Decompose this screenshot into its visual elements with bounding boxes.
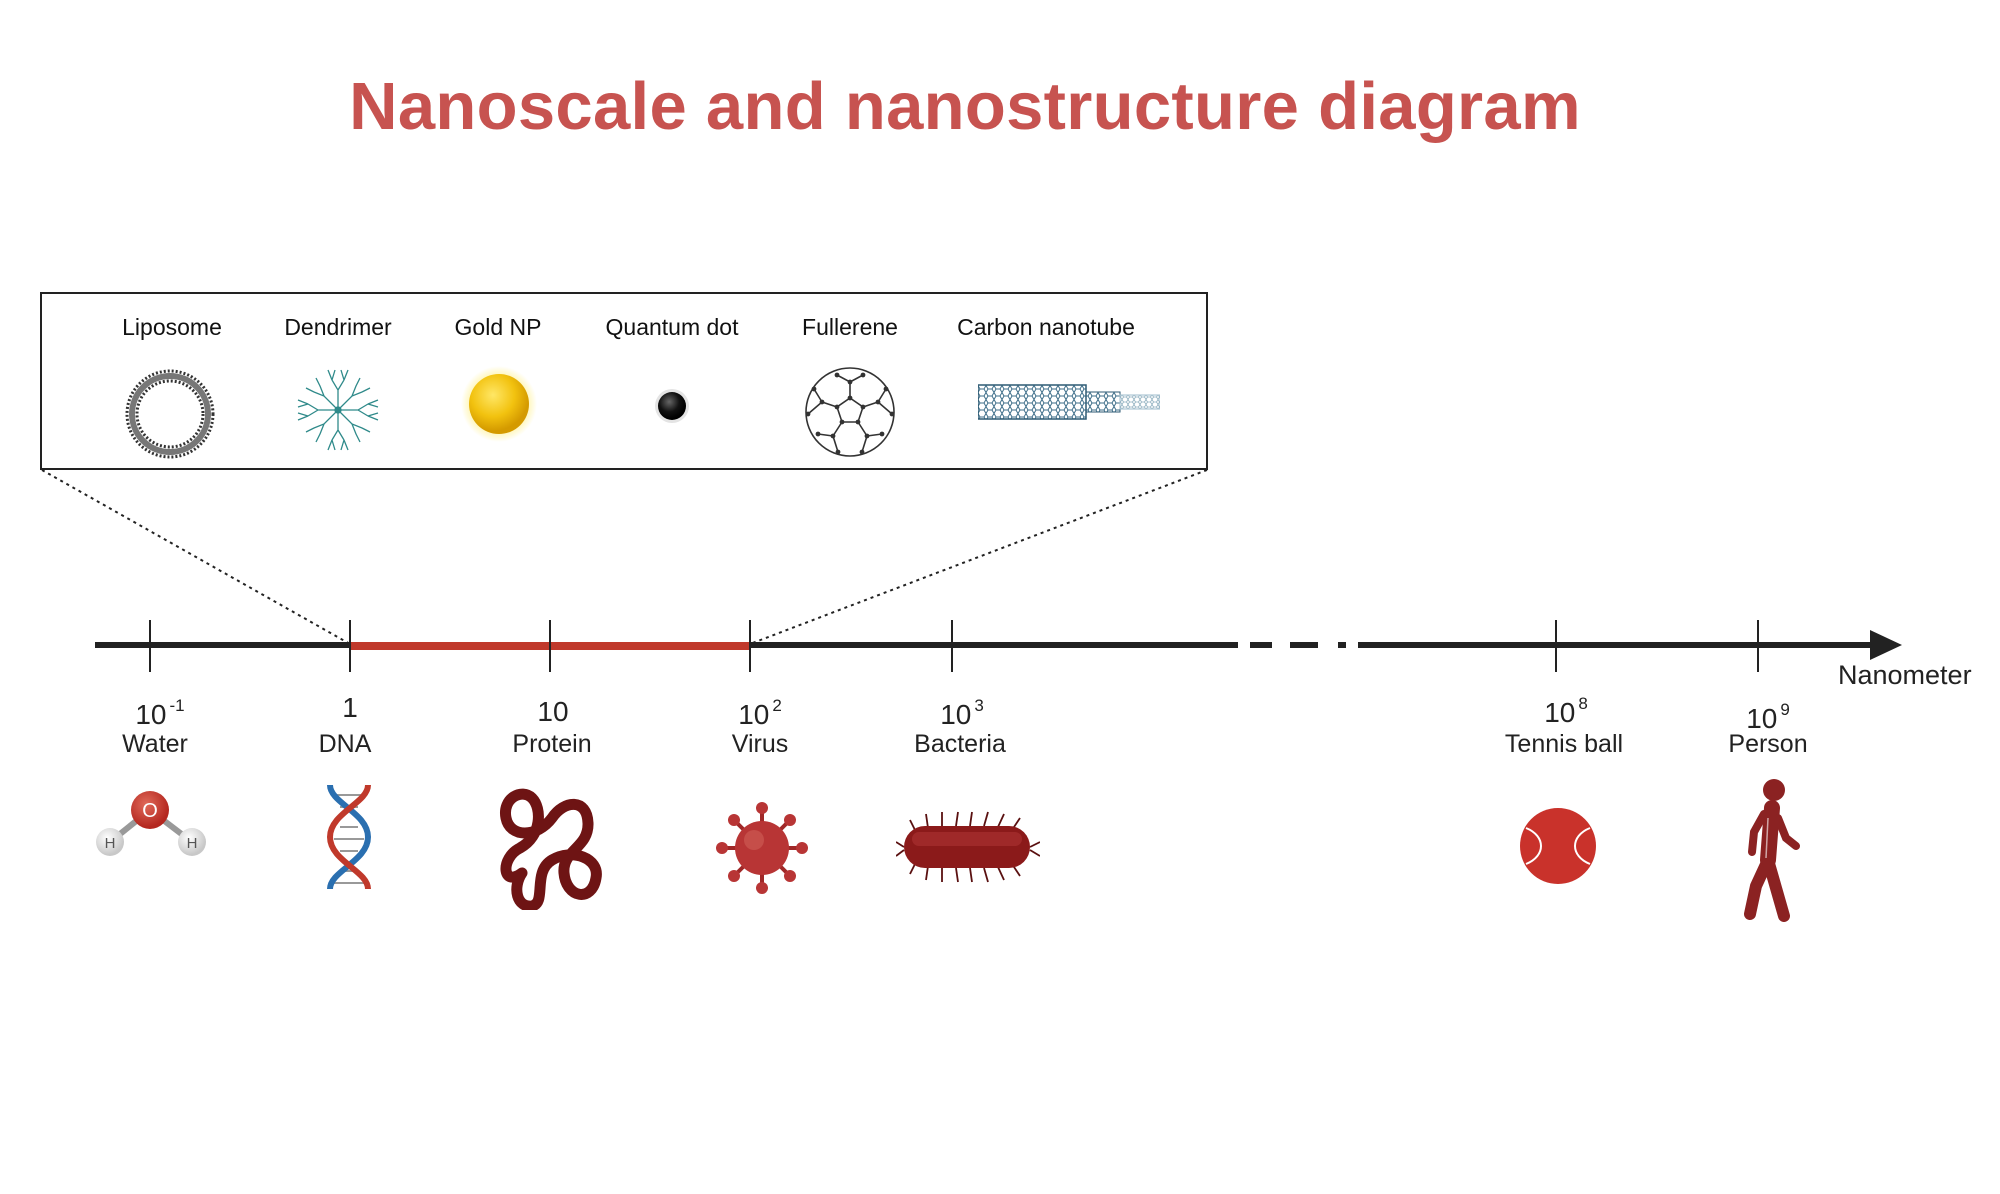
protein-icon bbox=[500, 788, 602, 910]
nano-label-fullerene: Fullerene bbox=[802, 314, 898, 340]
hydrogen-atom-label-left: H bbox=[105, 835, 116, 852]
object-label-water: Water bbox=[122, 730, 188, 758]
bacteria-icon bbox=[896, 811, 1040, 883]
zoom-line-left bbox=[41, 469, 351, 645]
virus-icon bbox=[716, 802, 808, 894]
hydrogen-atom-label-right: H bbox=[187, 835, 198, 852]
nano-label-gold-np: Gold NP bbox=[454, 314, 542, 340]
zoom-line-right bbox=[749, 469, 1208, 645]
object-label-tennis-ball: Tennis ball bbox=[1504, 730, 1624, 758]
object-label-dna: DNA bbox=[318, 730, 372, 758]
liposome-icon bbox=[125, 369, 215, 459]
object-label-virus: Virus bbox=[731, 730, 789, 758]
nanostructure-inset: Liposome Dendrimer Gold NP Quantum dot F… bbox=[40, 292, 1208, 470]
nano-label-carbon-nanotube: Carbon nanotube bbox=[957, 314, 1135, 340]
page-title: Nanoscale and nanostructure diagram bbox=[349, 69, 1581, 144]
tennis-ball-icon bbox=[1520, 808, 1596, 884]
axis-arrowhead bbox=[1870, 630, 1902, 660]
dendrimer-icon bbox=[297, 369, 379, 451]
gold-nanoparticle-icon bbox=[461, 366, 537, 442]
object-label-person: Person bbox=[1728, 730, 1808, 758]
tick-label: 10 bbox=[537, 696, 569, 727]
axis-unit-label: Nanometer bbox=[1838, 660, 1972, 690]
quantum-dot-icon bbox=[655, 389, 689, 423]
object-label-protein: Protein bbox=[512, 730, 592, 758]
fullerene-icon bbox=[805, 367, 895, 457]
tick-label: 10-1 bbox=[135, 696, 185, 730]
tick-label: 1 bbox=[342, 692, 358, 723]
water-molecule-icon: O H H bbox=[96, 791, 206, 856]
oxygen-atom-label: O bbox=[142, 800, 158, 822]
carbon-nanotube-icon bbox=[978, 384, 1160, 420]
nano-label-quantum-dot: Quantum dot bbox=[605, 314, 739, 340]
dna-icon bbox=[326, 784, 372, 890]
person-icon bbox=[1744, 779, 1800, 922]
object-label-bacteria: Bacteria bbox=[914, 730, 1006, 758]
nano-label-dendrimer: Dendrimer bbox=[284, 314, 392, 340]
nano-label-liposome: Liposome bbox=[122, 314, 222, 340]
